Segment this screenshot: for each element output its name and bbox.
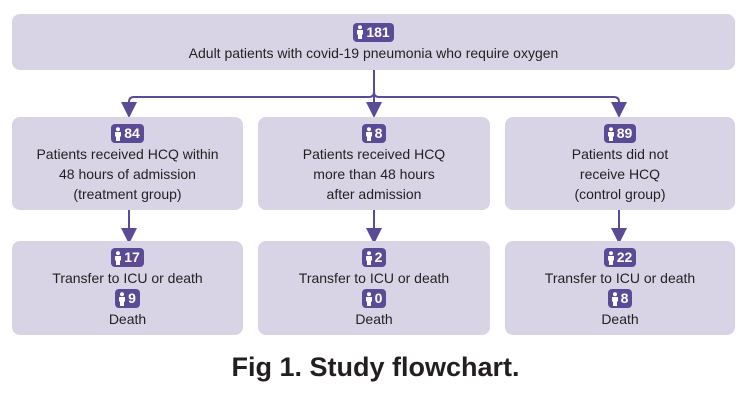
group-box-treatment: 84 Patients received HCQ within 48 hours… bbox=[12, 117, 243, 210]
connector-top-to-left bbox=[121, 70, 375, 118]
group-label: Patients received HCQ within 48 hours of… bbox=[36, 146, 219, 202]
death-count-badge: 8 bbox=[607, 289, 633, 308]
person-icon bbox=[611, 291, 618, 306]
top-label: Adult patients with covid-19 pneumonia w… bbox=[188, 44, 559, 61]
outcome-count-badge: 17 bbox=[111, 248, 144, 267]
top-count-badge: 181 bbox=[353, 22, 394, 42]
person-icon bbox=[607, 250, 614, 265]
death-count-badge: 0 bbox=[361, 289, 387, 308]
group-count: 8 bbox=[374, 125, 383, 141]
outcome-box-late: 2 Transfer to ICU or death 0 Death bbox=[258, 241, 490, 335]
outcome-box-control: 22 Transfer to ICU or death 8 Death bbox=[505, 241, 735, 335]
person-icon bbox=[365, 291, 372, 306]
group-box-late: 8 Patients received HCQ more than 48 hou… bbox=[258, 117, 490, 210]
death-count-badge: 9 bbox=[115, 289, 140, 308]
top-count: 181 bbox=[366, 23, 390, 40]
group-label: Patients did not receive HCQ (control gr… bbox=[571, 146, 669, 202]
outcome-label: Transfer to ICU or death bbox=[544, 270, 696, 286]
group-count-badge: 84 bbox=[111, 124, 144, 143]
outcome-label: Transfer to ICU or death bbox=[52, 270, 203, 286]
person-icon bbox=[607, 126, 614, 141]
group-box-control: 89 Patients did not receive HCQ (control… bbox=[505, 117, 735, 210]
outcome-count: 17 bbox=[124, 249, 140, 265]
outcome-count-badge: 22 bbox=[603, 248, 637, 267]
group-label: Patients received HCQ more than 48 hours… bbox=[302, 146, 446, 202]
group-count-badge: 89 bbox=[603, 124, 637, 143]
outcome-count-badge: 2 bbox=[361, 248, 387, 267]
person-icon bbox=[119, 291, 126, 306]
death-label: Death bbox=[601, 311, 639, 327]
person-icon bbox=[365, 126, 372, 141]
person-icon bbox=[115, 250, 122, 265]
death-count: 0 bbox=[374, 290, 383, 306]
death-label: Death bbox=[108, 311, 147, 327]
outcome-count: 22 bbox=[616, 249, 633, 265]
figure-caption: Fig 1. Study flowchart. bbox=[231, 352, 520, 382]
outcome-count: 2 bbox=[374, 249, 383, 265]
death-count: 8 bbox=[620, 290, 629, 306]
group-count: 84 bbox=[124, 125, 140, 141]
group-count-badge: 8 bbox=[361, 124, 387, 143]
person-icon bbox=[357, 25, 364, 39]
connector-top-to-right bbox=[373, 91, 627, 118]
person-icon bbox=[115, 126, 122, 141]
group-count: 89 bbox=[616, 125, 633, 141]
person-icon bbox=[365, 250, 372, 265]
death-label: Death bbox=[355, 311, 393, 327]
death-count: 9 bbox=[128, 290, 136, 306]
top-box: 181 Adult patients with covid-19 pneumon… bbox=[12, 14, 735, 70]
outcome-box-treatment: 17 Transfer to ICU or death 9 Death bbox=[12, 241, 243, 335]
outcome-label: Transfer to ICU or death bbox=[298, 270, 450, 286]
